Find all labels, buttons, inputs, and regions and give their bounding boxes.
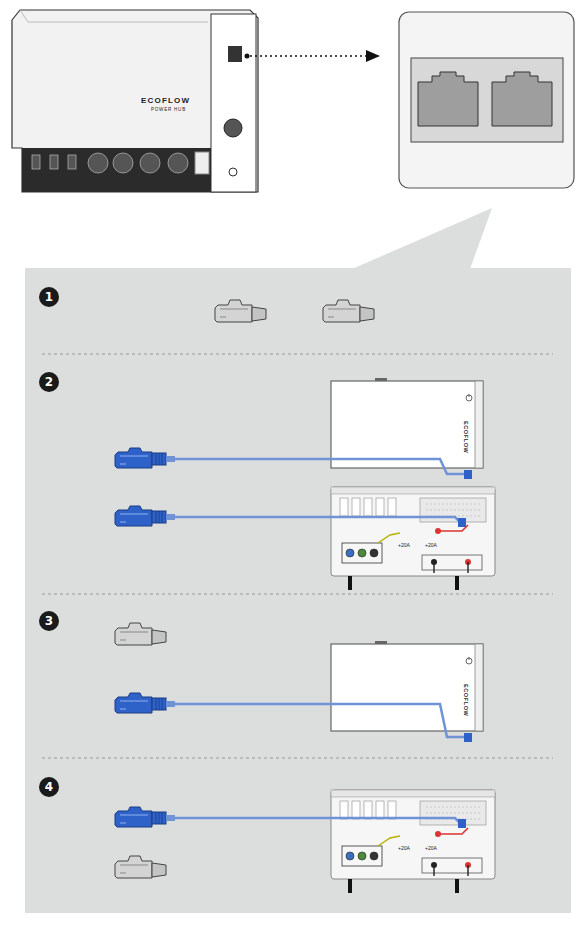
ethernet-cable (175, 517, 460, 522)
unplugged-plug (115, 856, 166, 878)
rj45-jack (418, 72, 478, 126)
ethernet-plug (115, 506, 175, 526)
callout-number: 2 (39, 372, 59, 392)
callout-text: 3 (45, 615, 53, 627)
device-label: +20A (424, 845, 438, 851)
cable-connector (458, 518, 466, 527)
cable-connector (458, 819, 466, 828)
device-knob (229, 168, 237, 176)
callout-text: 4 (45, 781, 53, 793)
ethernet-cable (175, 704, 466, 737)
port-plate (411, 58, 563, 142)
unplugged-plug (115, 623, 166, 645)
distribution-panel (331, 487, 495, 590)
cable-connector (464, 470, 472, 479)
device-label: POWER HUB (150, 107, 187, 112)
smart-device (331, 378, 483, 468)
unplugged-plug (323, 300, 374, 322)
device-label: +20A (397, 542, 411, 548)
separator (42, 354, 553, 758)
device-edge (20, 10, 208, 22)
options-panel (25, 268, 571, 913)
pointer-head (366, 50, 380, 62)
cable-connector (464, 733, 472, 742)
device-knob (224, 119, 242, 137)
ethernet-plug (115, 448, 175, 468)
callout-wedge (352, 208, 492, 269)
callout-text: 1 (45, 291, 53, 303)
ethernet-plug (115, 807, 175, 827)
callout-number: 1 (39, 287, 59, 307)
rj45-jack (492, 72, 552, 126)
device-label: ECOFLOW (140, 96, 191, 106)
callout-number: 3 (39, 611, 59, 631)
pointer-dot (245, 54, 250, 59)
ethernet-plug (115, 693, 175, 713)
smart-device (331, 641, 483, 731)
device-port (32, 153, 188, 173)
pointer-line (250, 55, 368, 57)
device-label: +20A (424, 542, 438, 548)
unplugged-plug (215, 300, 266, 322)
device-label: ECOFLOW (462, 683, 469, 717)
device-label: ECOFLOW (462, 420, 469, 454)
callout-text: 2 (45, 376, 53, 388)
callout-number: 4 (39, 777, 59, 797)
device-port-strip (22, 148, 211, 192)
ethernet-port (228, 46, 242, 62)
device-label: +20A (397, 845, 411, 851)
ethernet-cable (175, 818, 460, 823)
device-side-panel (211, 14, 256, 192)
power-hub-device (12, 10, 258, 192)
zoom-box (399, 12, 574, 188)
distribution-panel (331, 790, 495, 893)
ethernet-cable (175, 459, 466, 474)
device-body (12, 10, 258, 192)
device-switch (195, 152, 209, 174)
